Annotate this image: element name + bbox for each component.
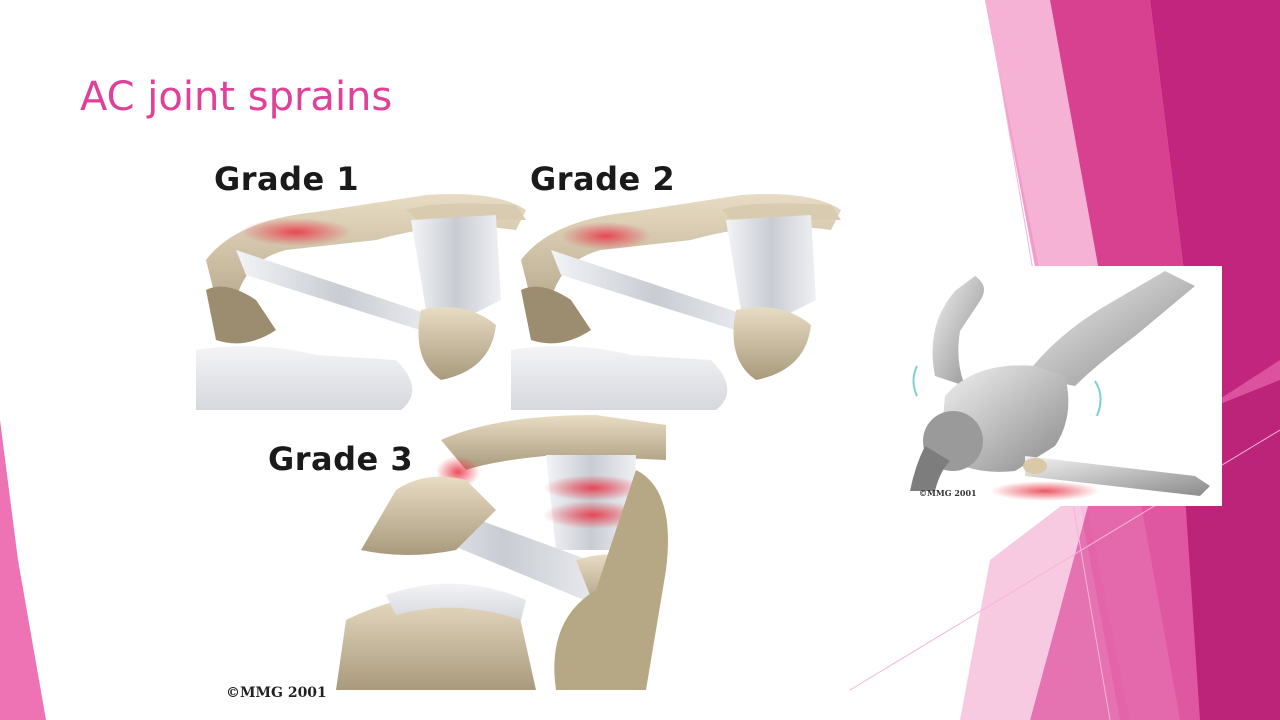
- grade-1-label: Grade 1: [214, 160, 360, 198]
- ac-joint-grades-figure: Grade 1 Grade 2 Grade 3 ©MMG 2001: [196, 150, 846, 710]
- fall-illustration: [910, 271, 1210, 501]
- illustration-credit: ©MMG 2001: [226, 685, 327, 701]
- grade-2-label: Grade 2: [530, 160, 676, 198]
- grade-3-label: Grade 3: [268, 440, 414, 478]
- fall-on-shoulder-figure: ©MMG 2001: [905, 266, 1222, 506]
- bg-facet: [960, 480, 1095, 720]
- slide-title: AC joint sprains: [80, 74, 393, 120]
- bg-facet: [0, 420, 46, 720]
- ac-joint-illustration: [196, 194, 841, 690]
- grade-3-illustration: [336, 415, 668, 690]
- grade-2-illustration: [511, 194, 841, 410]
- grade-1-illustration: [196, 194, 526, 410]
- fall-illustration-credit: ©MMG 2001: [919, 488, 977, 498]
